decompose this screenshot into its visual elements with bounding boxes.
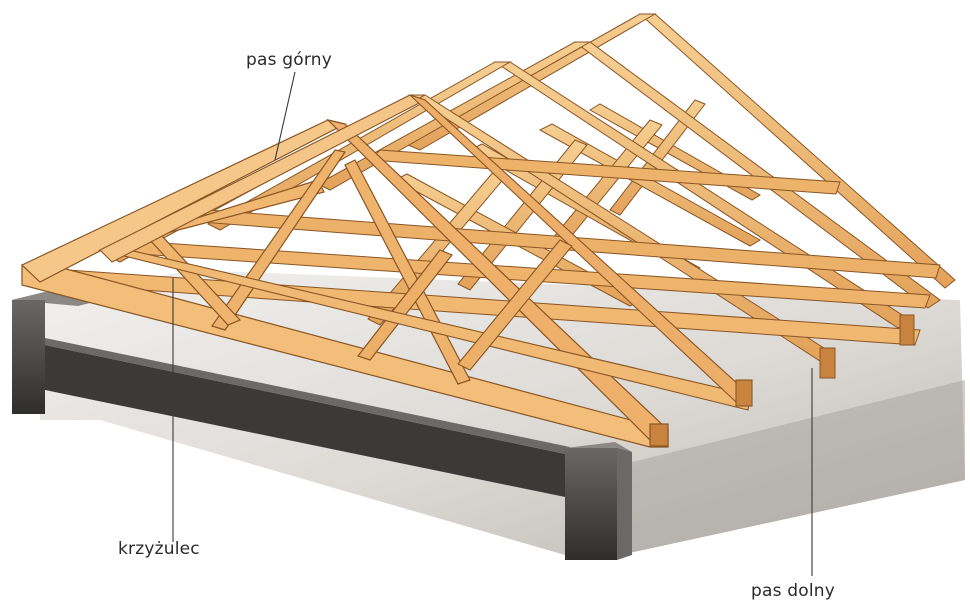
label-top-chord: pas górny — [246, 50, 332, 70]
left-wall-face — [12, 300, 45, 414]
front-beam-top — [45, 338, 570, 455]
truss-second — [98, 94, 753, 411]
label-bottom-chord: pas dolny — [751, 581, 836, 601]
front-truss-end-block — [649, 423, 669, 447]
right-wall-face — [565, 448, 617, 560]
front-beam — [45, 345, 570, 498]
truss-end-block-3 — [899, 314, 915, 346]
right-wall-end — [617, 448, 632, 560]
slab-shadow — [600, 380, 965, 555]
truss-end-block-2 — [819, 347, 836, 379]
left-wall-side — [12, 292, 110, 306]
leader-top-chord — [274, 71, 296, 161]
label-web-member: krzyżulec — [118, 539, 200, 559]
